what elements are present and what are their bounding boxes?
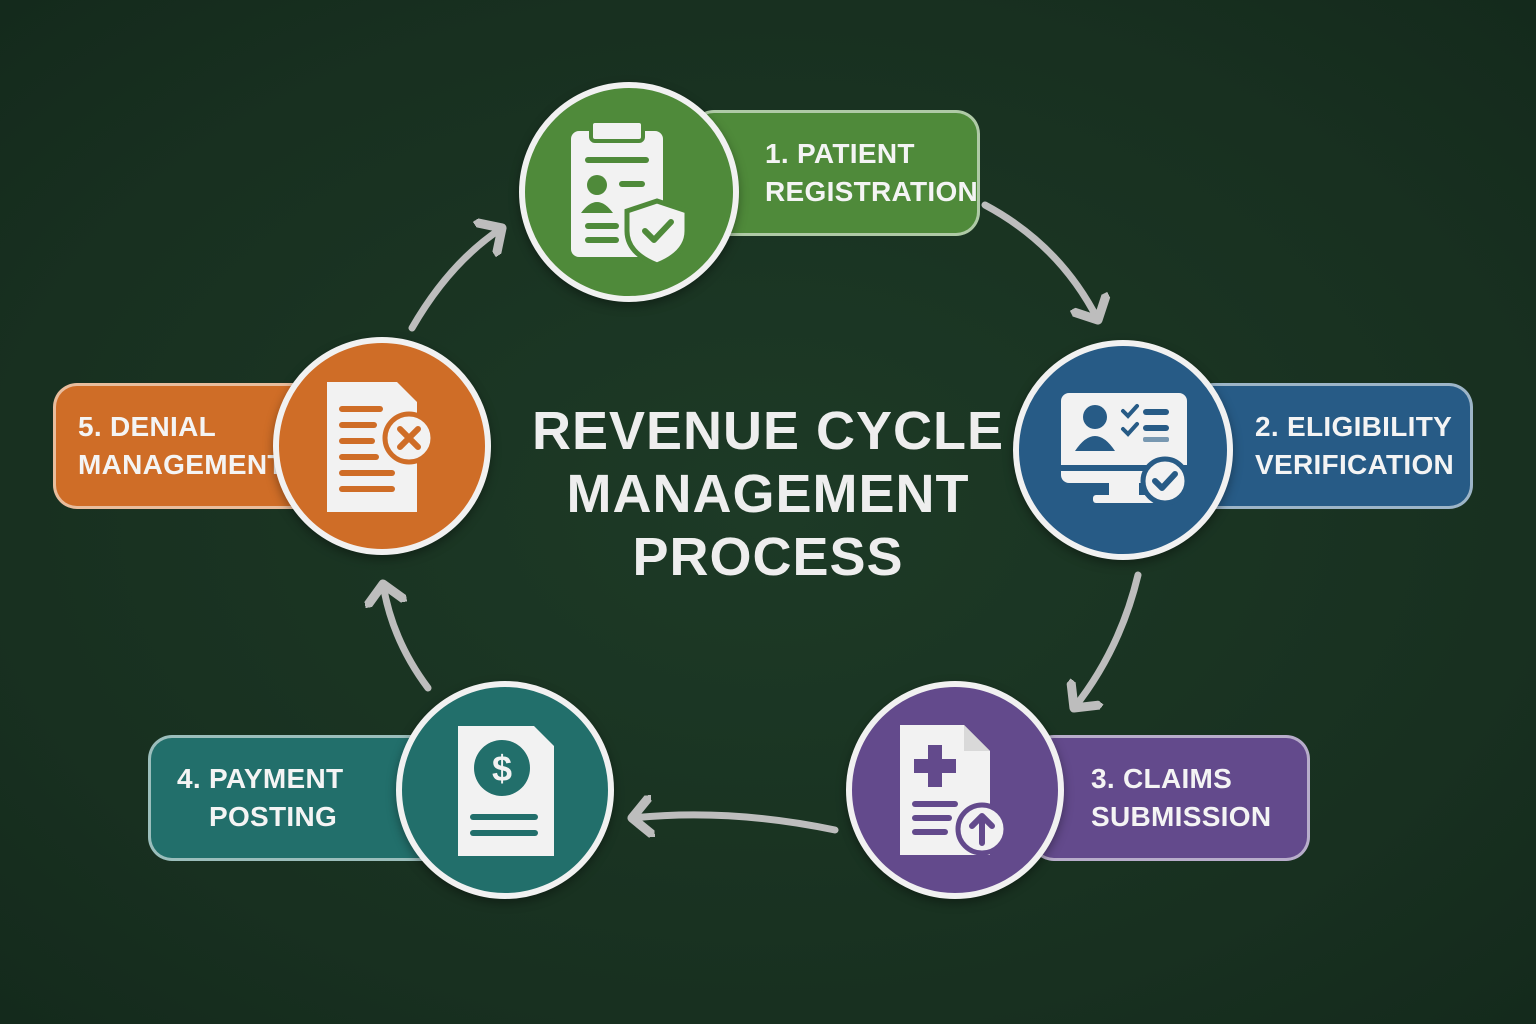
medical-document-upload-icon	[900, 725, 1009, 856]
step-3-line-2: SUBMISSION	[1091, 801, 1272, 832]
monitor-checklist-icon	[1061, 393, 1190, 506]
arrow-4-to-5	[383, 584, 432, 692]
step-2-line-1: 2. ELIGIBILITY	[1255, 411, 1453, 442]
clipboard-patient-shield-icon	[571, 119, 690, 267]
dollar-document-icon: $	[458, 726, 554, 856]
step-3-circle	[846, 681, 1064, 899]
step-2-circle	[1013, 340, 1233, 560]
step-4-circle: $	[396, 681, 614, 899]
step-4-line-2: POSTING	[209, 801, 338, 832]
document-x-icon	[327, 382, 436, 512]
step-2-label: 2. ELIGIBILITY VERIFICATION	[1190, 383, 1473, 509]
svg-text:$: $	[492, 748, 512, 789]
step-3-line-1: 3. CLAIMS	[1091, 763, 1233, 794]
step-1-label: 1. PATIENT REGISTRATION	[690, 110, 980, 236]
arrow-2-to-3	[1074, 571, 1142, 708]
step-1-line-2: REGISTRATION	[765, 176, 979, 207]
step-4-line-1: 4. PAYMENT	[177, 763, 344, 794]
step-2-line-2: VERIFICATION	[1255, 449, 1455, 480]
arrow-1-to-2	[981, 201, 1098, 320]
step-5-circle	[273, 337, 491, 555]
title-line-3: PROCESS	[632, 527, 904, 587]
title-line-2: MANAGEMENT	[566, 464, 970, 524]
arrow-5-to-1	[408, 228, 502, 332]
step-1-line-1: 1. PATIENT	[765, 138, 915, 169]
arrow-3-to-4	[632, 815, 839, 830]
diagram-title: REVENUE CYCLE MANAGEMENT PROCESS	[468, 400, 1068, 589]
title-line-1: REVENUE CYCLE	[531, 401, 1005, 461]
step-5-line-1: 5. DENIAL	[78, 411, 217, 442]
step-3-label: 3. CLAIMS SUBMISSION	[1030, 735, 1310, 861]
step-5-line-2: MANAGEMENT	[78, 449, 285, 480]
step-1-circle	[519, 82, 739, 302]
